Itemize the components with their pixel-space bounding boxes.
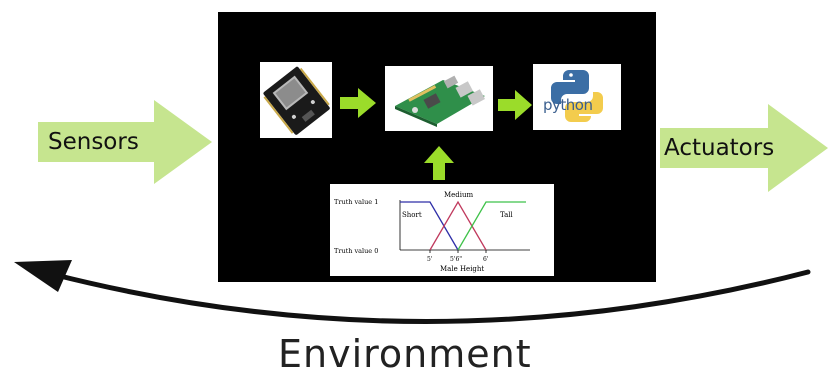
tall-membership-line (457, 201, 526, 251)
tall-set-label: Tall (500, 211, 514, 219)
flow-arrow-2 (498, 90, 532, 120)
sensors-arrow (38, 100, 212, 184)
y-bottom-label: Truth value 0 (334, 247, 378, 255)
tick-label-2: 5'6" (450, 256, 462, 263)
actuators-label: Actuators (664, 135, 775, 161)
medium-set-label: Medium (444, 191, 474, 199)
y-top-label: Truth value 1 (334, 198, 378, 206)
tick-label-3: 6' (483, 256, 489, 263)
python-logo-icon: python (533, 64, 621, 130)
fuzzy-membership-chart: Truth value 1 Truth value 0 Short Medium… (330, 184, 554, 276)
feedback-arrow (14, 260, 811, 324)
actuators-arrow (660, 104, 828, 192)
short-set-label: Short (402, 211, 422, 219)
microcontroller-board-icon (260, 62, 332, 138)
raspberry-pi-board-icon (385, 66, 493, 131)
actuators-arrow-shape (660, 104, 828, 192)
flow-arrow-1 (340, 88, 376, 118)
environment-label: Environment (278, 332, 532, 376)
x-axis-label: Male Height (440, 265, 484, 273)
python-logo-text: python (543, 96, 593, 114)
feedback-arrowhead (14, 260, 72, 292)
sensors-label: Sensors (48, 129, 139, 155)
flow-arrow-up (424, 146, 454, 180)
medium-membership-line (429, 200, 487, 251)
sensors-arrow-shape (38, 100, 212, 184)
tick-label-1: 5' (427, 256, 433, 263)
short-membership-line (400, 201, 459, 251)
